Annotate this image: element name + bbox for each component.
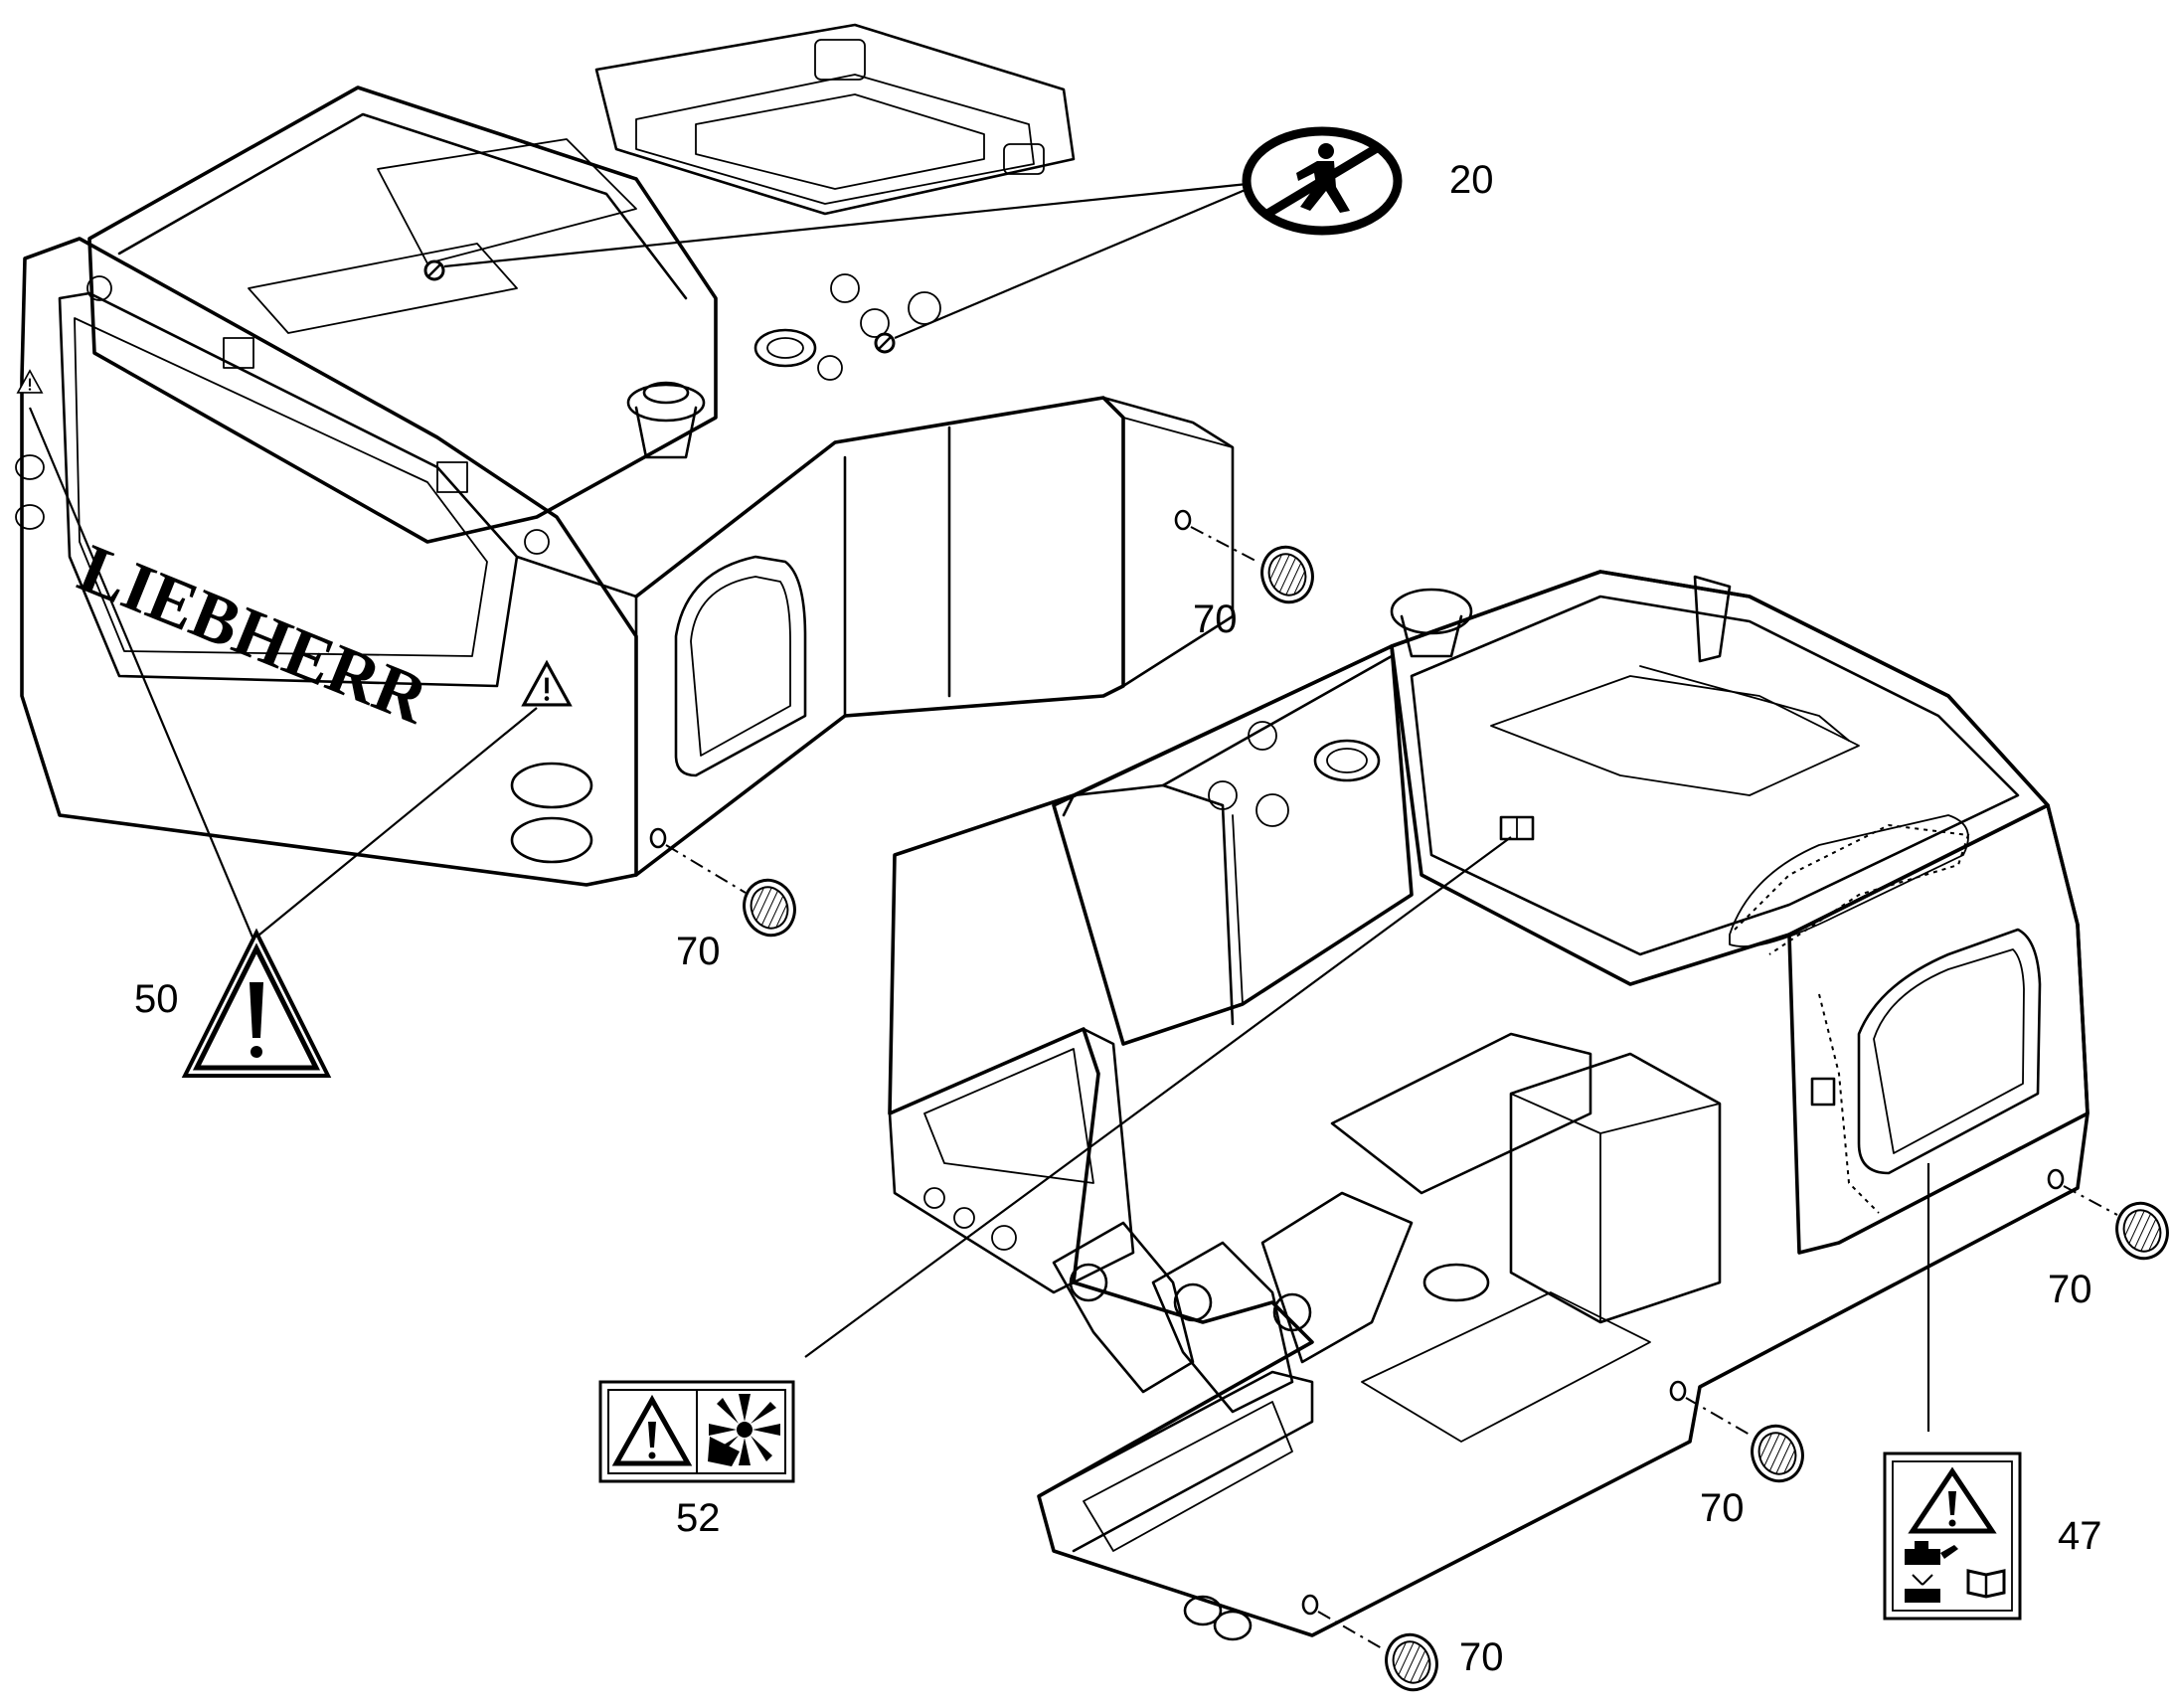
fan-hazard-icon (598, 1380, 795, 1483)
callout-70a: 70 (676, 930, 721, 973)
grille-cap-icon (735, 871, 804, 944)
manual-book-icon (1966, 1569, 2006, 1599)
brand-lettering: LIEBHERR (69, 530, 439, 739)
excavator-icon (1905, 1541, 1958, 1603)
callout-70d: 70 (1700, 1486, 1745, 1530)
callout-50: 50 (134, 977, 179, 1021)
no-standing-decal-hood (423, 259, 445, 281)
grille-cap-icon (2107, 1194, 2173, 1268)
mount-hole (2047, 1168, 2065, 1190)
callout-70c: 70 (2048, 1268, 2092, 1311)
callout-47: 47 (2058, 1514, 2102, 1558)
operating-manual-warning-icon (1883, 1452, 2022, 1621)
warning-decal-rear (522, 661, 572, 707)
callout-52: 52 (676, 1496, 721, 1540)
no-standing-icon (1242, 126, 1403, 236)
grille-cap-icon (1743, 1417, 1812, 1490)
upper-carriage-rear-view: LIEBHERR (15, 23, 1258, 894)
callout-20: 20 (1449, 158, 1494, 202)
upper-carriage-front-view (888, 570, 2118, 1649)
grille-cap-icon (1253, 538, 1322, 611)
leader-lines (28, 182, 1930, 1432)
warning-triangle-icon (181, 928, 332, 1078)
mount-hole (649, 827, 667, 849)
mount-hole (1174, 509, 1192, 531)
grille-cap-icon (1377, 1625, 1446, 1699)
callout-70e: 70 (1459, 1635, 1504, 1679)
mount-hole (1669, 1380, 1687, 1402)
callout-70b: 70 (1193, 598, 1238, 641)
manual-decal-mount (1810, 1077, 1836, 1107)
no-standing-decal-platform (874, 332, 896, 354)
mount-hole (1301, 1594, 1319, 1616)
